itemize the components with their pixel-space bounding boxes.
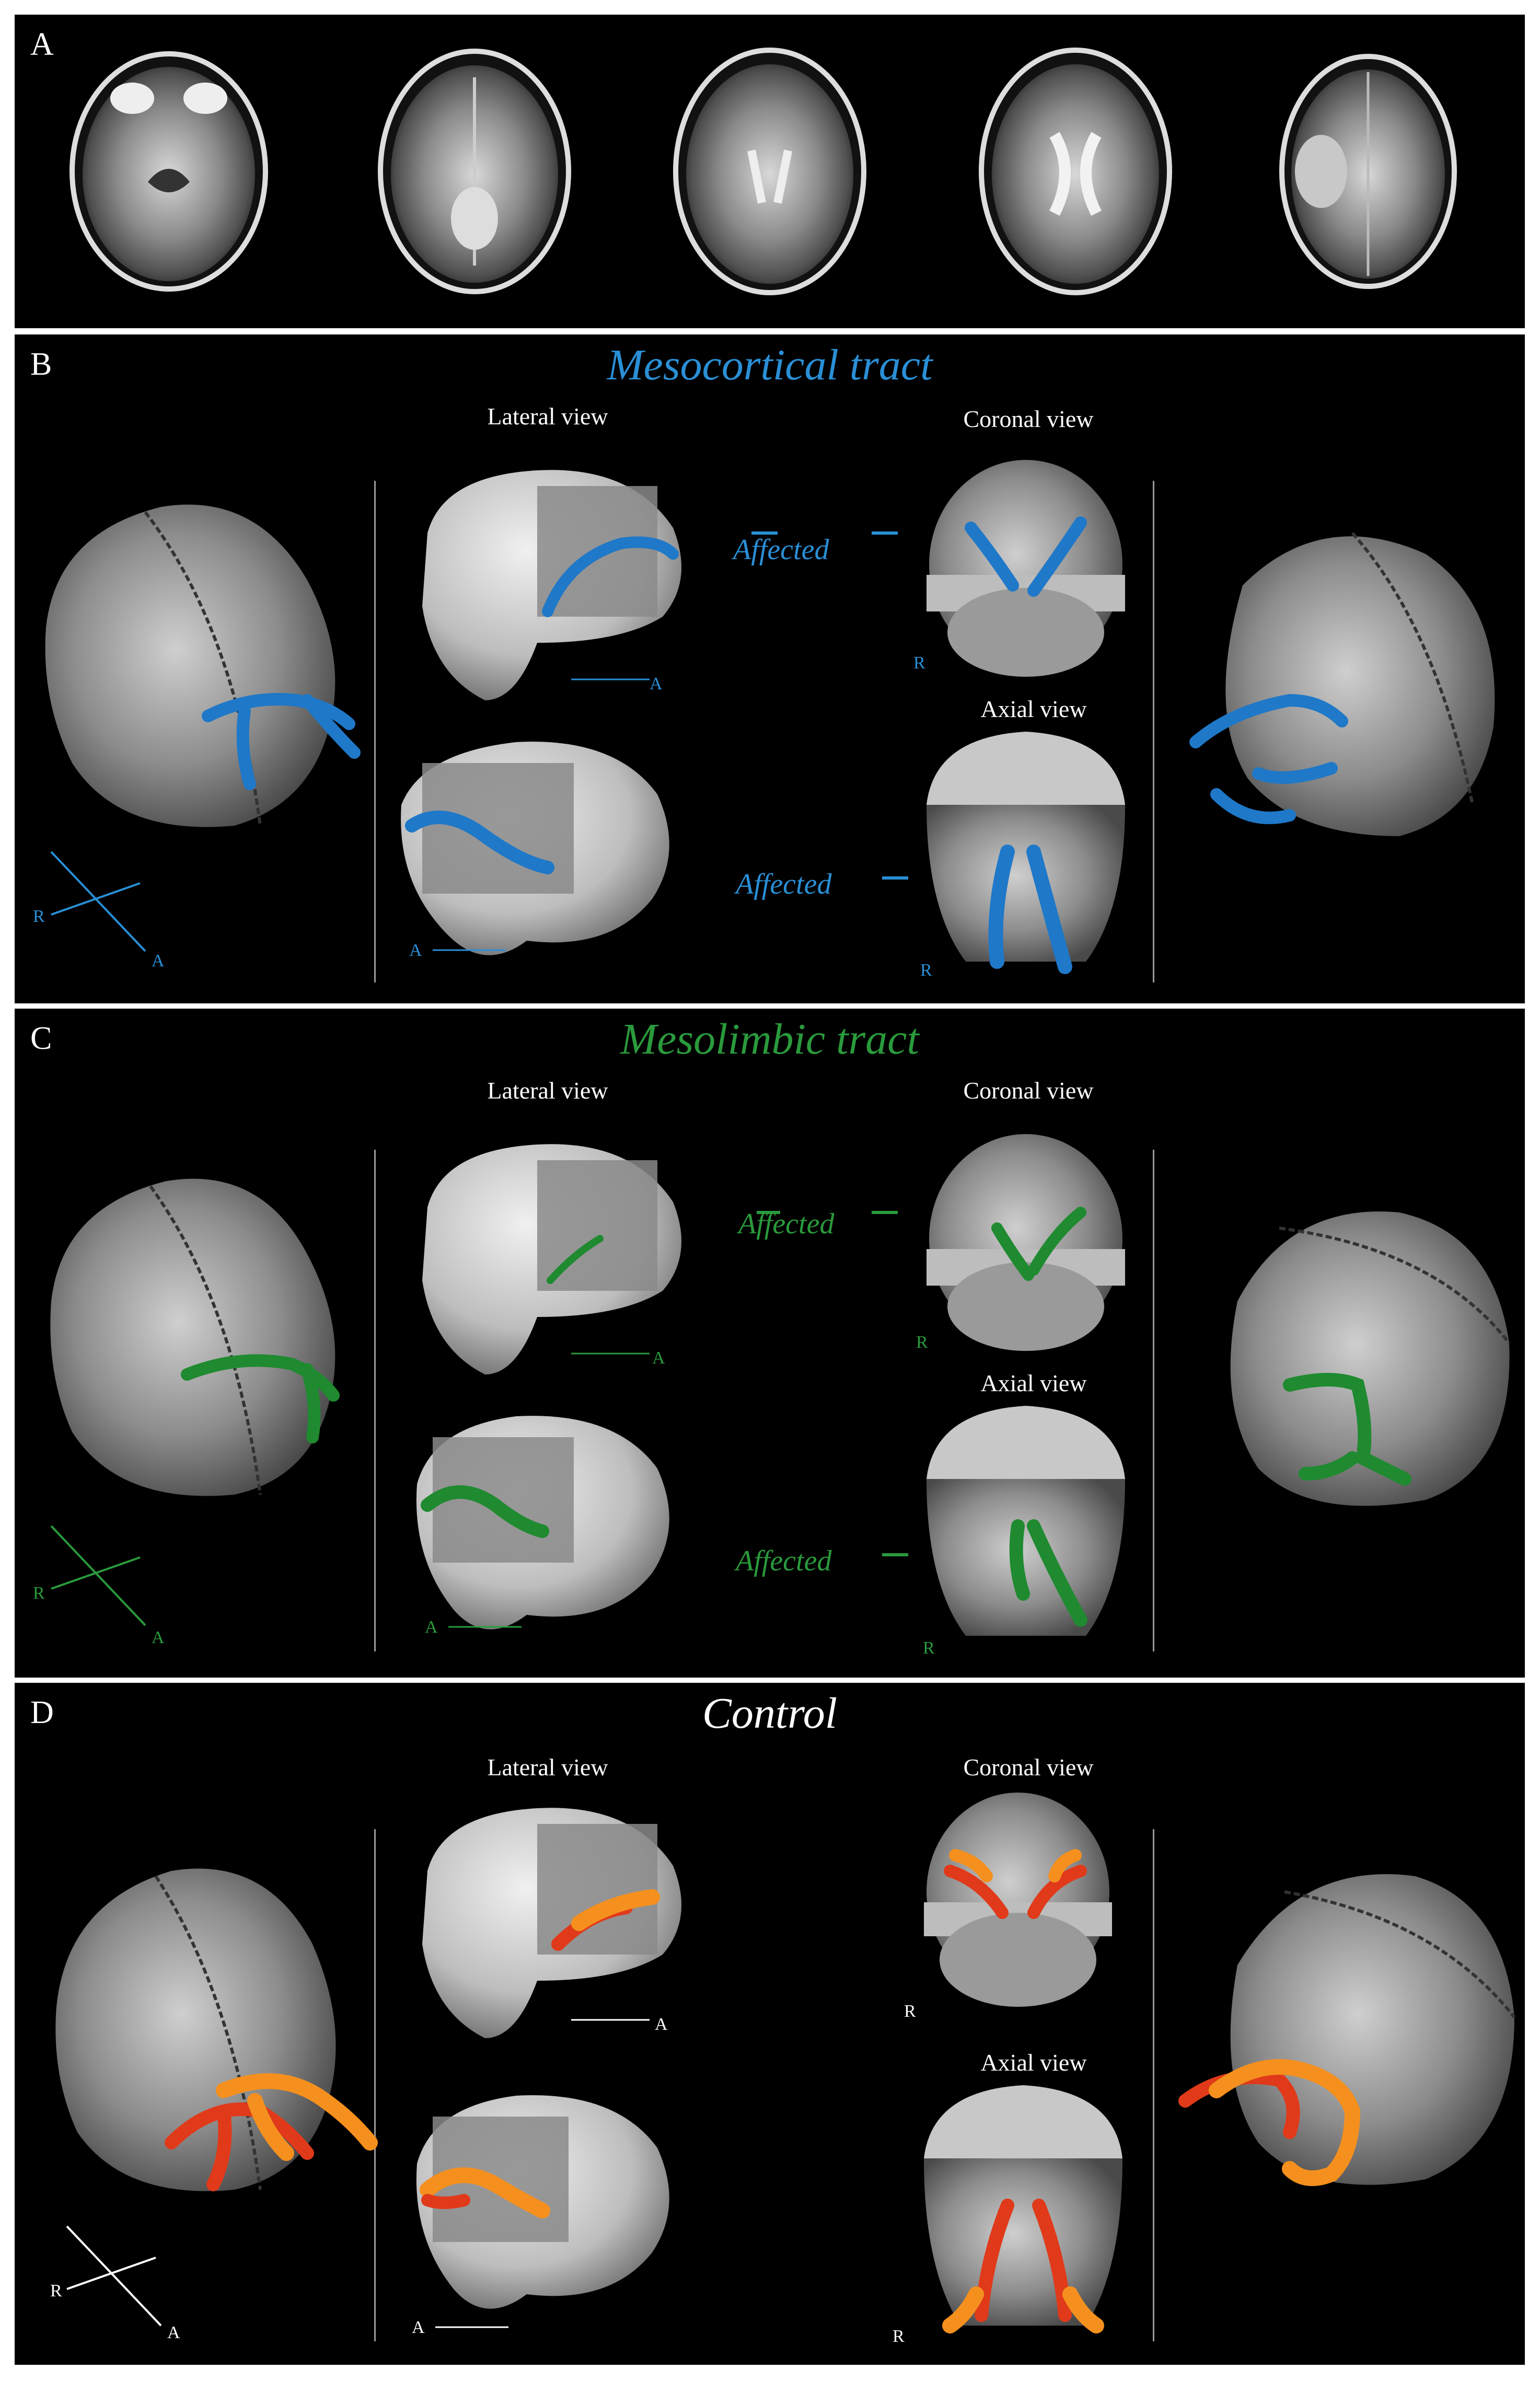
panel-d-axial-view-label: Axial view — [980, 2049, 1087, 2076]
mri-slice-4 — [979, 48, 1172, 295]
panel-c-oblique-brain-right — [1230, 1211, 1511, 1506]
panel-b-label: B — [30, 346, 52, 382]
panel-c-divider-right — [1153, 1150, 1154, 1651]
panel-d-lateral-view-top — [422, 1808, 681, 2038]
panel-a-label: A — [30, 27, 54, 62]
panel-c-label: C — [30, 1021, 52, 1056]
panel-b-orientation-arrows — [50, 851, 146, 952]
panel-c-mesolimbic: C Mesolimbic tract Lateral view Coronal … — [15, 1009, 1525, 1678]
panel-d-control: D Control Lateral view Coronal view Axia… — [15, 1683, 1525, 2365]
panel-d-orient-a: A — [167, 2323, 180, 2342]
panel-b-divider-right — [1153, 481, 1154, 983]
panel-b-coronal-view-label: Coronal view — [963, 406, 1094, 432]
panel-b-mesocortical: B Mesocortical tract Lateral view Corona… — [15, 334, 1525, 1003]
panel-c-lateral-view-top — [422, 1144, 681, 1374]
panel-d-orientation-arrows — [66, 2225, 162, 2327]
panel-b-lateral-view-top — [422, 470, 681, 700]
panel-d-divider-left — [374, 1829, 376, 2341]
panel-d-oblique-brain-right — [1178, 1874, 1516, 2186]
panel-c-lateral-view-label: Lateral view — [487, 1077, 608, 1104]
panel-b-tract-oblique-left — [202, 693, 361, 790]
mri-slice-3 — [673, 48, 866, 295]
panel-c-coronal-view — [927, 1134, 1125, 1351]
panel-c-affected-label-2: Affected — [736, 1545, 832, 1577]
panel-b-axial-view-label: Axial view — [980, 696, 1087, 722]
panel-c-axial-view — [927, 1406, 1125, 1636]
panel-b-orient-a: A — [152, 951, 165, 970]
panel-c-axial-view-label: Axial view — [980, 1370, 1087, 1396]
panel-d-tract-orange-left — [216, 2073, 378, 2161]
panel-b-affected-label-2: Affected — [736, 868, 832, 900]
panel-c-orientation-arrows — [50, 1525, 146, 1626]
mri-slice-2 — [378, 49, 571, 294]
panel-c-divider-left — [374, 1150, 376, 1651]
panel-d-label: D — [30, 1695, 54, 1730]
panel-b-lateral-a: A — [650, 674, 663, 694]
panel-b-coronal-view — [927, 460, 1125, 677]
panel-d-title: Control — [702, 1689, 838, 1738]
panel-c-oblique-brain-left — [50, 1178, 335, 1496]
panel-d-lateral-view-bottom — [416, 2095, 669, 2328]
panel-c-lateral2-a: A — [425, 1617, 438, 1637]
panel-b-oblique-brain-right — [1189, 532, 1495, 836]
panel-d-lateral-view-label: Lateral view — [487, 1754, 608, 1781]
panel-d-divider-right — [1153, 1829, 1154, 2341]
panel-b-affected-label-1: Affected — [733, 534, 829, 566]
panel-d-orient-r: R — [50, 2281, 62, 2301]
panel-c-orient-r: R — [33, 1584, 45, 1603]
panel-d-lateral-a: A — [655, 2015, 668, 2034]
panel-c-coronal-view-label: Coronal view — [963, 1077, 1094, 1104]
panel-c-coronal-r: R — [916, 1333, 928, 1352]
panel-d-axial-view — [924, 2085, 1122, 2333]
panel-b-axial-view — [927, 732, 1125, 974]
panel-b-oblique-brain-left — [45, 504, 335, 827]
panel-b-orient-r: R — [33, 907, 45, 926]
axial-mri-row — [70, 48, 1457, 295]
panel-c-renderings — [50, 1134, 1511, 1636]
panel-b-title: Mesocortical tract — [607, 341, 933, 389]
panel-d-renderings — [55, 1793, 1516, 2333]
panel-c-title: Mesolimbic tract — [620, 1015, 919, 1064]
mri-slice-1 — [70, 51, 268, 292]
panel-c-lateral-view-bottom — [416, 1416, 669, 1629]
panel-c-lateral-a: A — [652, 1348, 665, 1368]
panel-a-axial-mri-slices: A — [15, 15, 1525, 328]
mri-slice-5 — [1279, 54, 1457, 289]
panel-d-coronal-r: R — [904, 2002, 916, 2021]
panel-b-axial-r: R — [920, 961, 932, 980]
panel-c-orient-a: A — [152, 1628, 165, 1647]
panel-d-axial-r: R — [893, 2327, 905, 2346]
panel-c-affected-label-1: Affected — [738, 1208, 835, 1240]
panel-c-axial-r: R — [923, 1638, 935, 1658]
panel-b-divider-left — [374, 481, 376, 983]
panel-c-tract-oblique-left — [181, 1354, 340, 1443]
panel-b-lateral2-a: A — [409, 941, 422, 960]
panel-b-lateral-view-bottom — [401, 742, 669, 955]
panel-b-coronal-r: R — [913, 653, 925, 673]
panel-b-lateral-view-label: Lateral view — [487, 403, 608, 430]
panel-d-lateral2-a: A — [412, 2318, 425, 2337]
panel-d-coronal-view — [924, 1793, 1112, 2007]
panel-b-renderings — [45, 460, 1495, 974]
panel-d-coronal-view-label: Coronal view — [963, 1754, 1094, 1781]
